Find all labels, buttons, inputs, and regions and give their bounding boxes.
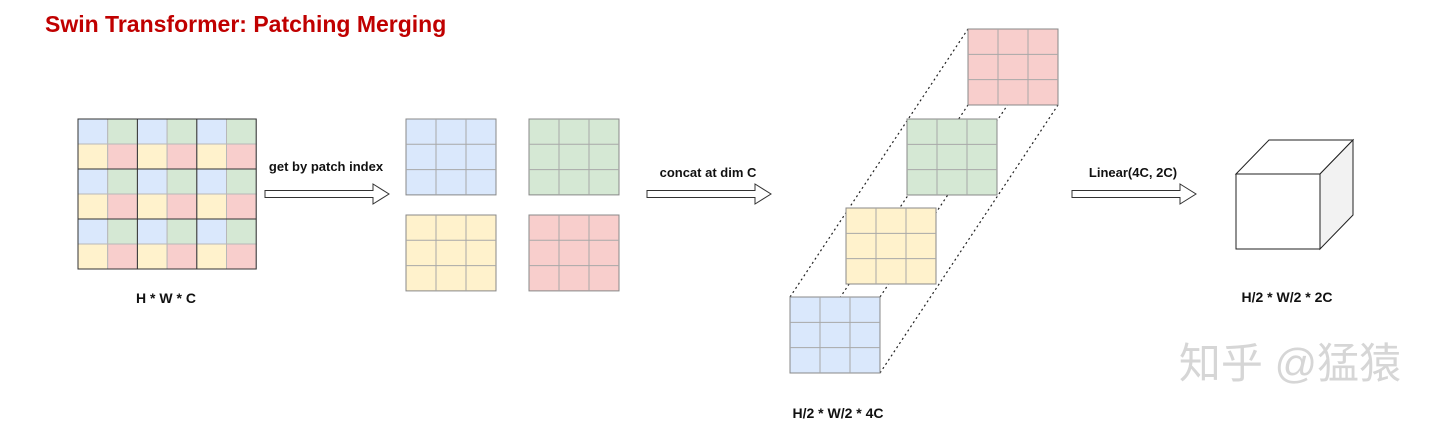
projection-line	[879, 104, 1059, 374]
input-cell	[226, 143, 257, 170]
input-cell	[166, 143, 198, 170]
input-cell	[166, 218, 198, 245]
input-border	[77, 118, 257, 270]
input-cell	[226, 193, 257, 220]
input-cell	[196, 168, 228, 195]
input-cell	[196, 118, 228, 145]
arrow-shape	[646, 183, 772, 205]
arrow-concat	[646, 183, 772, 205]
step1-label: get by patch index	[269, 159, 384, 174]
input-cell	[166, 243, 198, 270]
grid-background	[967, 28, 1059, 106]
input-cell	[77, 193, 109, 220]
input-feature-map	[77, 118, 257, 270]
stack-layer-green	[906, 118, 998, 196]
input-cell	[226, 168, 257, 195]
input-cell	[77, 143, 109, 170]
grid-background	[845, 207, 937, 285]
arrow-shape	[1071, 183, 1197, 205]
input-cell	[136, 168, 168, 195]
input-cell	[136, 243, 168, 270]
grid-background	[528, 214, 620, 292]
stack-layer-blue	[789, 296, 881, 374]
input-cell	[77, 118, 109, 145]
input-shape-label: H * W * C	[136, 290, 196, 306]
grid-background	[528, 118, 620, 196]
input-cell	[196, 218, 228, 245]
watermark-text: 知乎 @猛猿	[1179, 340, 1401, 387]
input-cell	[166, 118, 198, 145]
input-cell	[136, 143, 168, 170]
step2-label: concat at dim C	[660, 165, 757, 180]
arrow-linear	[1071, 183, 1197, 205]
input-cell	[196, 143, 228, 170]
input-cell	[166, 168, 198, 195]
grid-background	[405, 118, 497, 196]
input-cell	[196, 193, 228, 220]
arrow-shape	[264, 183, 390, 205]
grid-background	[906, 118, 998, 196]
input-cell	[226, 243, 257, 270]
input-cell	[107, 218, 138, 245]
input-cell	[107, 193, 138, 220]
subgrid-green	[528, 118, 620, 196]
diagram-title: Swin Transformer: Patching Merging	[45, 11, 447, 37]
output-shape-label: H/2 * W/2 * 2C	[1241, 289, 1332, 305]
input-cell	[107, 118, 138, 145]
step3-label: Linear(4C, 2C)	[1089, 165, 1177, 180]
output-cube	[1234, 138, 1355, 251]
input-cell	[226, 218, 257, 245]
subgrid-yellow	[405, 214, 497, 292]
grid-background	[789, 296, 881, 374]
input-cell	[196, 243, 228, 270]
input-cell	[77, 218, 109, 245]
concat-shape-label: H/2 * W/2 * 4C	[792, 405, 883, 421]
input-cell	[226, 118, 257, 145]
input-cell	[136, 218, 168, 245]
stack-layer-yellow	[845, 207, 937, 285]
input-cell	[107, 243, 138, 270]
input-cell	[136, 193, 168, 220]
stack-layer-red	[967, 28, 1059, 106]
subgrid-red	[528, 214, 620, 292]
arrow-get-by-index	[264, 183, 390, 205]
input-cell	[107, 143, 138, 170]
projection-line	[789, 28, 969, 298]
grid-background	[405, 214, 497, 292]
input-cell	[77, 243, 109, 270]
input-cell	[77, 168, 109, 195]
input-cell	[136, 118, 168, 145]
input-cell	[166, 193, 198, 220]
input-cell	[107, 168, 138, 195]
subgrid-blue	[405, 118, 497, 196]
